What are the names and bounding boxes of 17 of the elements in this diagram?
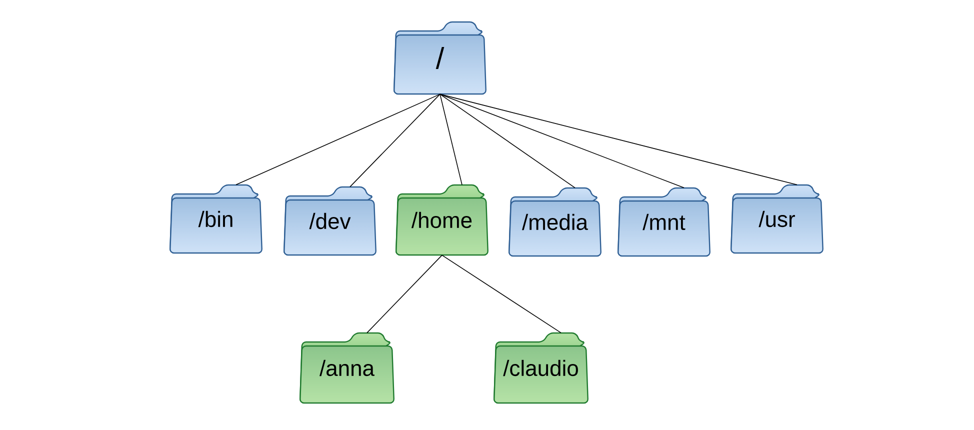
- connector-line: [350, 94, 440, 188]
- connector-line: [440, 94, 798, 186]
- folder: /dev: [284, 186, 376, 256]
- folder: /bin: [170, 184, 262, 254]
- folder: /media: [508, 187, 602, 257]
- connector-line: [236, 94, 440, 186]
- connector-line: [440, 94, 576, 188]
- folder: /anna: [300, 332, 394, 404]
- connector-line: [366, 254, 442, 334]
- folder: /mnt: [618, 187, 710, 257]
- folder: /: [394, 21, 486, 95]
- connector-line: [440, 94, 462, 186]
- connector-line: [442, 254, 562, 334]
- folder: /usr: [730, 184, 824, 254]
- folder: /claudio: [494, 332, 588, 404]
- connector-line: [440, 94, 684, 188]
- folder: /home: [396, 184, 488, 256]
